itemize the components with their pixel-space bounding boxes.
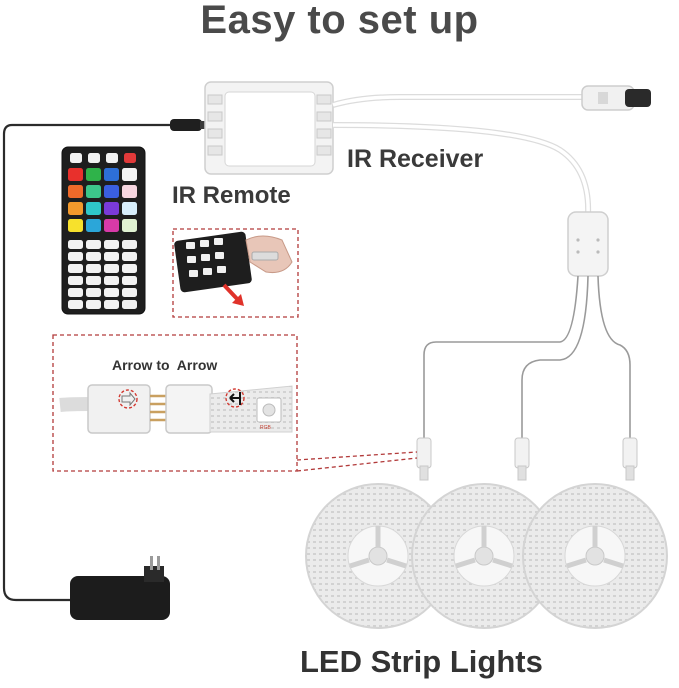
remote-function-button — [68, 252, 83, 261]
remote-function-button — [86, 264, 101, 273]
remote-function-button — [68, 276, 83, 285]
remote-function-button — [104, 264, 119, 273]
remote-function-button — [104, 300, 119, 309]
remote-function-button — [68, 264, 83, 273]
remote-button — [88, 153, 100, 163]
remote-function-button — [104, 240, 119, 249]
remote-function-button — [68, 240, 83, 249]
ir-remote-label: IR Remote — [172, 182, 291, 209]
led-reel-2 — [411, 483, 557, 629]
remote-color-button — [104, 202, 119, 215]
split-wire-middle — [521, 275, 589, 440]
remote-function-button — [104, 276, 119, 285]
split-wire-right — [597, 275, 631, 440]
remote-color-button — [86, 219, 101, 232]
remote-color-button — [122, 219, 137, 232]
battery-inset — [172, 228, 299, 318]
splitter-connector — [567, 211, 609, 277]
remote-function-button — [122, 300, 137, 309]
connector-detail: RGB — [59, 384, 293, 434]
remote-color-button — [68, 202, 83, 215]
remote-function-button — [122, 252, 137, 261]
remote-color-button — [68, 168, 83, 181]
arrow-to-arrow-label: Arrow to Arrow — [112, 357, 218, 373]
remote-color-button — [86, 202, 101, 215]
strip-connector-right — [622, 437, 638, 481]
remote-function-button — [122, 264, 137, 273]
connection-detail-frame — [52, 334, 298, 472]
remote-function-button — [86, 240, 101, 249]
remote-color-button — [104, 168, 119, 181]
remote-function-button — [104, 252, 119, 261]
strip-chip-mark: RGB — [260, 425, 272, 431]
ir-sensor-head — [581, 85, 651, 111]
remote-function-button — [86, 276, 101, 285]
led-strip-lights-label: LED Strip Lights — [300, 644, 543, 679]
remote-function-button — [122, 276, 137, 285]
remote-function-button — [86, 300, 101, 309]
remote-function-button — [86, 252, 101, 261]
remote-color-button — [68, 185, 83, 198]
remote-color-button — [122, 168, 137, 181]
led-reel-3 — [522, 483, 668, 629]
led-reel-1 — [305, 483, 451, 629]
remote-function-button — [104, 288, 119, 297]
remote-button — [70, 153, 82, 163]
remote-function-button — [68, 300, 83, 309]
ir-receiver-label: IR Receiver — [347, 145, 484, 173]
remote-color-button — [122, 202, 137, 215]
ir-receiver-box — [204, 81, 334, 175]
strip-connector-left — [416, 437, 432, 481]
remote-function-button — [122, 240, 137, 249]
remote-color-button — [86, 168, 101, 181]
remote-color-button — [86, 185, 101, 198]
ir-remote — [61, 146, 146, 315]
power-adapter — [70, 556, 170, 620]
page-title: Easy to set up — [200, 0, 479, 42]
remote-function-button — [68, 288, 83, 297]
split-wire-left — [423, 275, 579, 440]
remote-color-button — [122, 185, 137, 198]
remote-color-button — [104, 219, 119, 232]
remote-color-button — [104, 185, 119, 198]
power-cable — [2, 123, 170, 602]
remote-color-button — [68, 219, 83, 232]
strip-connector-middle — [514, 437, 530, 481]
remote-function-button — [86, 288, 101, 297]
remote-button — [106, 153, 118, 163]
dc-plug — [170, 119, 202, 131]
remote-button — [124, 153, 136, 163]
remote-function-button — [122, 288, 137, 297]
